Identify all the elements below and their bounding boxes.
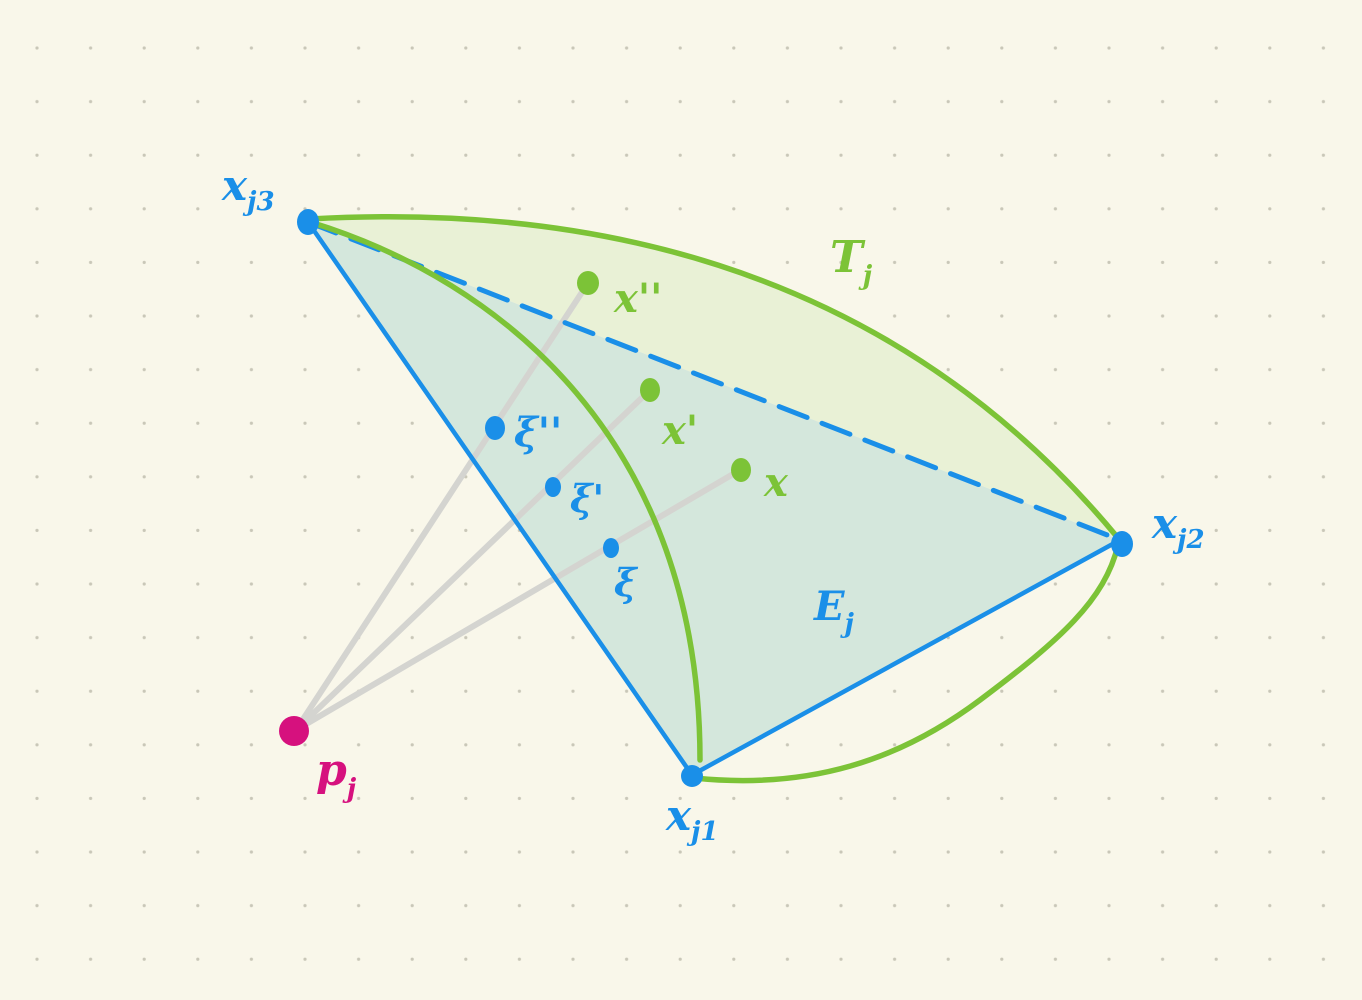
point-x2 [577,271,599,295]
edge-xj1-xj2 [689,537,1123,778]
label-Ej: Ej [813,583,855,639]
label-x1: x' [661,407,698,454]
flat-triangle-Ej-fill [308,222,1120,775]
point-xi2 [485,416,505,440]
point-pj [279,716,309,746]
projection-line-x2 [293,280,591,733]
projection-lines [293,280,743,733]
label-xi0: ξ [614,560,639,605]
point-xi1 [545,477,561,497]
point-x0 [731,458,751,482]
label-xi1: ξ' [570,476,604,521]
label-x0: x [763,459,789,506]
projection-line-x0 [293,467,743,733]
point-x1 [640,378,660,402]
edge-xj3-xj1 [305,219,695,778]
point-xi0 [603,538,619,558]
vertex-xj1 [681,765,703,787]
curved-edge-xj3-xj1 [307,219,703,763]
edge-xj3-xj2-dashed [305,219,1123,543]
label-x2: x'' [613,275,662,322]
label-xi2: ξ'' [514,409,562,456]
curved-edge-xj1-xj2 [691,542,1121,784]
curved-edge-xj3-xj2 [307,214,1121,541]
vertex-xj2 [1111,531,1133,557]
curved-edges [307,214,1121,784]
label-xj1: xj1 [665,791,719,847]
projection-line-x1 [293,387,653,733]
label-xj2: xj2 [1151,499,1205,555]
label-xj3: xj3 [221,161,275,217]
label-Tj: Tj [830,232,873,291]
vertex-xj3 [297,209,319,235]
